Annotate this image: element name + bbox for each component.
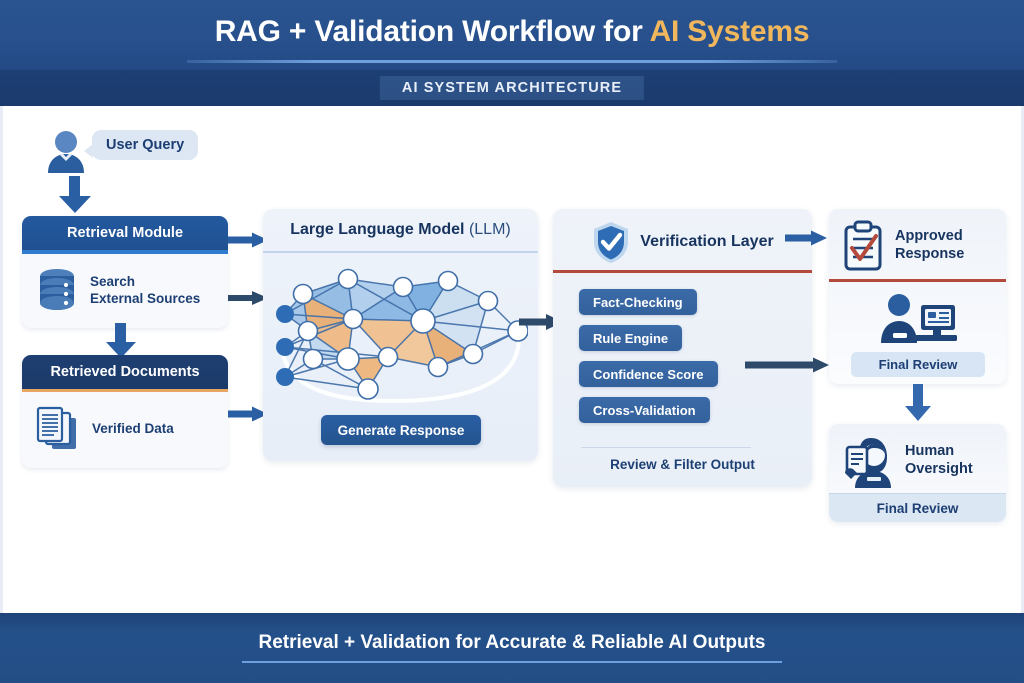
- llm-title-rule: [263, 251, 538, 253]
- retrieved-documents-rule: [22, 389, 228, 392]
- footer-band: [0, 613, 1024, 683]
- user-query-bubble: User Query: [83, 130, 199, 160]
- llm-panel[interactable]: Large Language Model (LLM): [263, 209, 538, 461]
- arrow-sources-to-llm: [228, 290, 268, 306]
- retrieved-documents-label: Verified Data: [92, 421, 174, 437]
- approved-response-panel[interactable]: Approved Response Final: [829, 209, 1006, 384]
- arrow-documents-to-llm: [228, 406, 268, 422]
- subtitle-chip: AI SYSTEM ARCHITECTURE: [379, 76, 645, 100]
- canvas-right-edge: [1021, 106, 1024, 613]
- arrow-retrieval-to-documents: [105, 323, 137, 359]
- llm-title-light: (LLM): [464, 221, 511, 238]
- page-title-wrapper: RAG + Validation Workflow for AI Systems: [0, 0, 1024, 72]
- arrow-retrieval-to-llm: [228, 232, 268, 248]
- approved-response-rule: [829, 279, 1006, 282]
- approved-response-title: Approved Response: [895, 228, 964, 263]
- user-avatar-icon: [44, 128, 90, 174]
- human-oversight-panel[interactable]: Human Oversight Final Review: [829, 424, 1006, 522]
- verification-rule: [553, 270, 812, 273]
- verification-chip-confidence-score[interactable]: Confidence Score: [579, 361, 718, 387]
- verification-header: Verification Layer: [553, 217, 812, 267]
- user-query-group: User Query: [44, 126, 224, 176]
- verification-footer-rule: [581, 447, 751, 448]
- person-at-computer-icon: [875, 293, 961, 347]
- retrieval-module-header: Retrieval Module: [22, 216, 228, 250]
- approved-final-review-chip[interactable]: Final Review: [851, 352, 985, 377]
- llm-title: Large Language Model (LLM): [263, 221, 538, 239]
- subtitle-band: [0, 72, 1024, 106]
- retrieval-module-label: Search External Sources: [90, 273, 200, 308]
- verification-chip-list: Fact-Checking Rule Engine Confidence Sco…: [579, 289, 789, 433]
- retrieval-module-label-line1: Search: [90, 273, 136, 289]
- arrow-verification-to-final-review: [785, 357, 829, 373]
- retrieved-documents-panel[interactable]: Retrieved Documents: [22, 355, 228, 468]
- footer-underline: [242, 661, 782, 663]
- arrow-user-to-retrieval: [58, 176, 92, 214]
- retrieval-module-panel[interactable]: Retrieval Module Search E: [22, 216, 228, 328]
- arrow-verification-connector: [745, 361, 789, 369]
- retrieved-documents-body: Verified Data: [22, 392, 228, 468]
- neural-network-graphic: [273, 259, 528, 404]
- page-title-accent: AI Systems: [649, 15, 810, 48]
- database-icon: [36, 268, 78, 312]
- page-title-main: RAG + Validation Workflow for: [214, 15, 650, 48]
- approved-response-header: Approved Response: [841, 220, 1001, 271]
- human-oversight-footer-label: Final Review: [829, 494, 1006, 522]
- canvas-left-edge: [0, 106, 3, 613]
- verification-chip-rule-engine[interactable]: Rule Engine: [579, 325, 683, 351]
- retrieval-module-body: Search External Sources: [22, 254, 228, 328]
- verification-title: Verification Layer: [640, 233, 774, 250]
- retrieval-module-rule: [22, 250, 228, 254]
- verification-chip-fact-checking[interactable]: Fact-Checking: [579, 289, 697, 315]
- approved-response-title-line1: Approved: [895, 228, 963, 245]
- human-oversight-title: Human Oversight: [905, 443, 973, 478]
- human-oversight-rule: [829, 493, 1006, 494]
- clipboard-check-icon: [841, 220, 885, 271]
- arrow-verification-to-approved: [785, 230, 827, 246]
- generate-response-button[interactable]: Generate Response: [321, 415, 481, 445]
- person-with-tablet-icon: [841, 433, 897, 489]
- verification-footer-label: Review & Filter Output: [610, 457, 755, 472]
- human-oversight-title-line2: Oversight: [905, 461, 973, 477]
- llm-title-bold: Large Language Model: [290, 221, 465, 238]
- human-oversight-title-line1: Human: [905, 443, 955, 460]
- page-title: RAG + Validation Workflow for AI Systems: [215, 15, 810, 57]
- verification-chip-cross-validation[interactable]: Cross-Validation: [579, 397, 710, 423]
- shield-check-icon: [591, 220, 631, 264]
- approved-response-title-line2: Response: [895, 246, 965, 262]
- verification-layer-panel[interactable]: Verification Layer Fact-Checking Rule En…: [553, 209, 812, 487]
- documents-icon: [36, 406, 80, 452]
- retrieval-module-label-line2: External Sources: [90, 291, 201, 306]
- title-underline: [187, 60, 837, 63]
- arrow-approved-to-human: [903, 384, 933, 422]
- human-oversight-header: Human Oversight: [841, 432, 1001, 490]
- footer-text: Retrieval + Validation for Accurate & Re…: [258, 632, 766, 653]
- retrieved-documents-header: Retrieved Documents: [22, 355, 228, 389]
